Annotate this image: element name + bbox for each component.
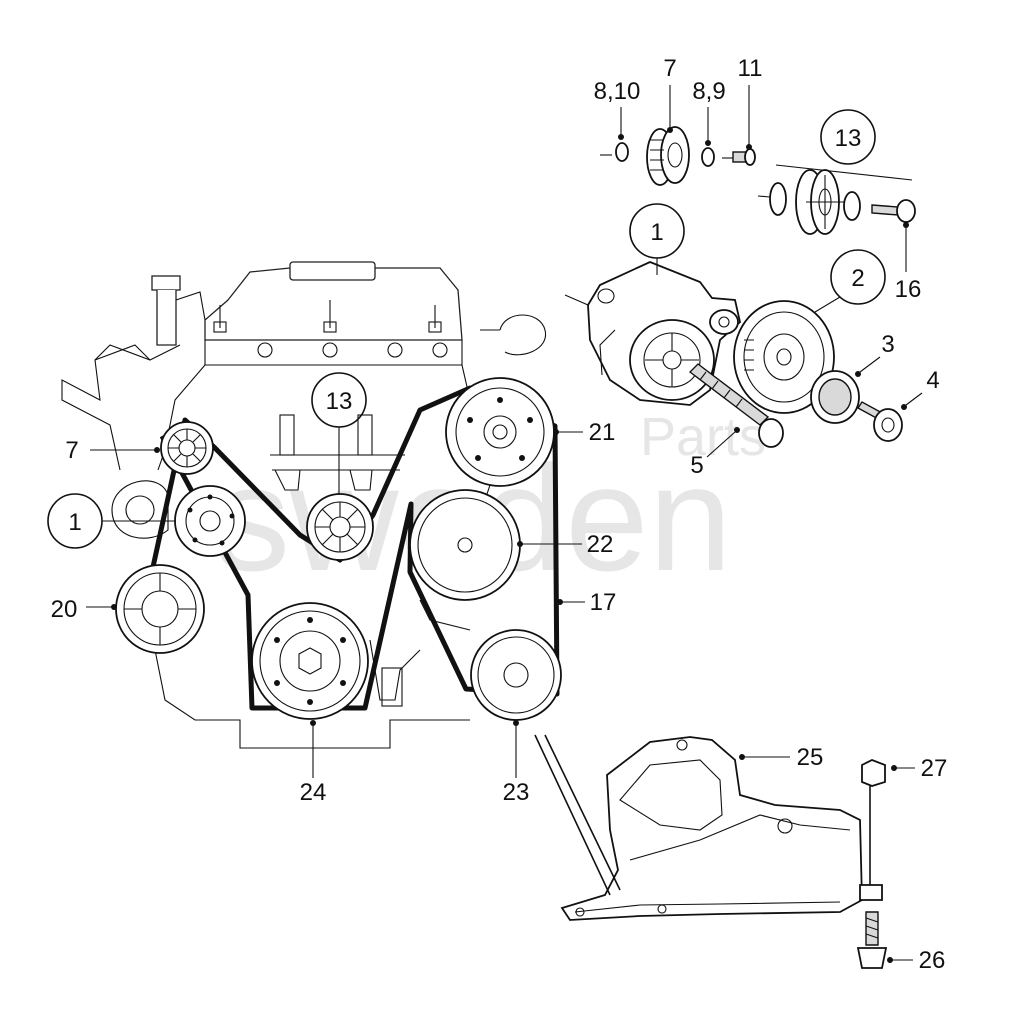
pulley-bolt [856, 401, 903, 442]
dust-cap [810, 370, 860, 424]
svg-text:13: 13 [326, 388, 353, 415]
svg-text:26: 26 [919, 947, 946, 974]
svg-text:5: 5 [690, 452, 703, 479]
alternator-pulley [445, 377, 555, 487]
ac-compressor-pulley [470, 629, 562, 721]
callout-circle-13-top: 13 [775, 109, 913, 181]
svg-text:1: 1 [650, 219, 663, 246]
idler-pulley-left [160, 421, 214, 475]
svg-text:7: 7 [65, 437, 78, 464]
water-pump-pulley [409, 489, 521, 601]
svg-text:23: 23 [503, 779, 530, 806]
callout-circle-2: 2 [814, 249, 886, 313]
crankshaft-pulley [251, 602, 369, 720]
callout-circle-13-mid: 13 [311, 372, 367, 494]
idler-kit-13 [757, 169, 916, 235]
svg-text:11: 11 [738, 55, 763, 82]
svg-text:24: 24 [300, 779, 327, 806]
tensioner-pulley-left [174, 485, 246, 557]
svg-text:8,9: 8,9 [692, 78, 725, 105]
callout-circle-1-left: 1 [47, 493, 176, 549]
svg-text:20: 20 [51, 596, 78, 623]
svg-text:2: 2 [851, 265, 864, 292]
svg-text:21: 21 [589, 419, 616, 446]
svg-text:3: 3 [881, 331, 894, 358]
idler-kit-small [600, 126, 756, 186]
tensioner-pulley [733, 300, 835, 414]
svg-text:16: 16 [895, 276, 922, 303]
callout-labels: 7 8,10 8,9 11 16 3 4 5 7 20 21 22 [51, 55, 948, 974]
svg-text:17: 17 [590, 589, 617, 616]
svg-text:13: 13 [835, 125, 862, 152]
tensioner-bolt [688, 363, 784, 448]
svg-text:27: 27 [921, 755, 948, 782]
svg-text:25: 25 [797, 744, 824, 771]
svg-text:7: 7 [663, 55, 676, 82]
svg-text:8,10: 8,10 [594, 78, 641, 105]
svg-text:1: 1 [68, 509, 81, 536]
engine-block [61, 261, 546, 749]
svg-text:22: 22 [587, 531, 614, 558]
watermark-sub: Parts [640, 407, 766, 467]
power-steering-pulley [115, 564, 205, 654]
shield-fasteners [856, 759, 888, 969]
svg-text:4: 4 [926, 367, 939, 394]
idler-pulley-middle [306, 493, 374, 561]
callout-circle-1-top: 1 [629, 203, 685, 275]
